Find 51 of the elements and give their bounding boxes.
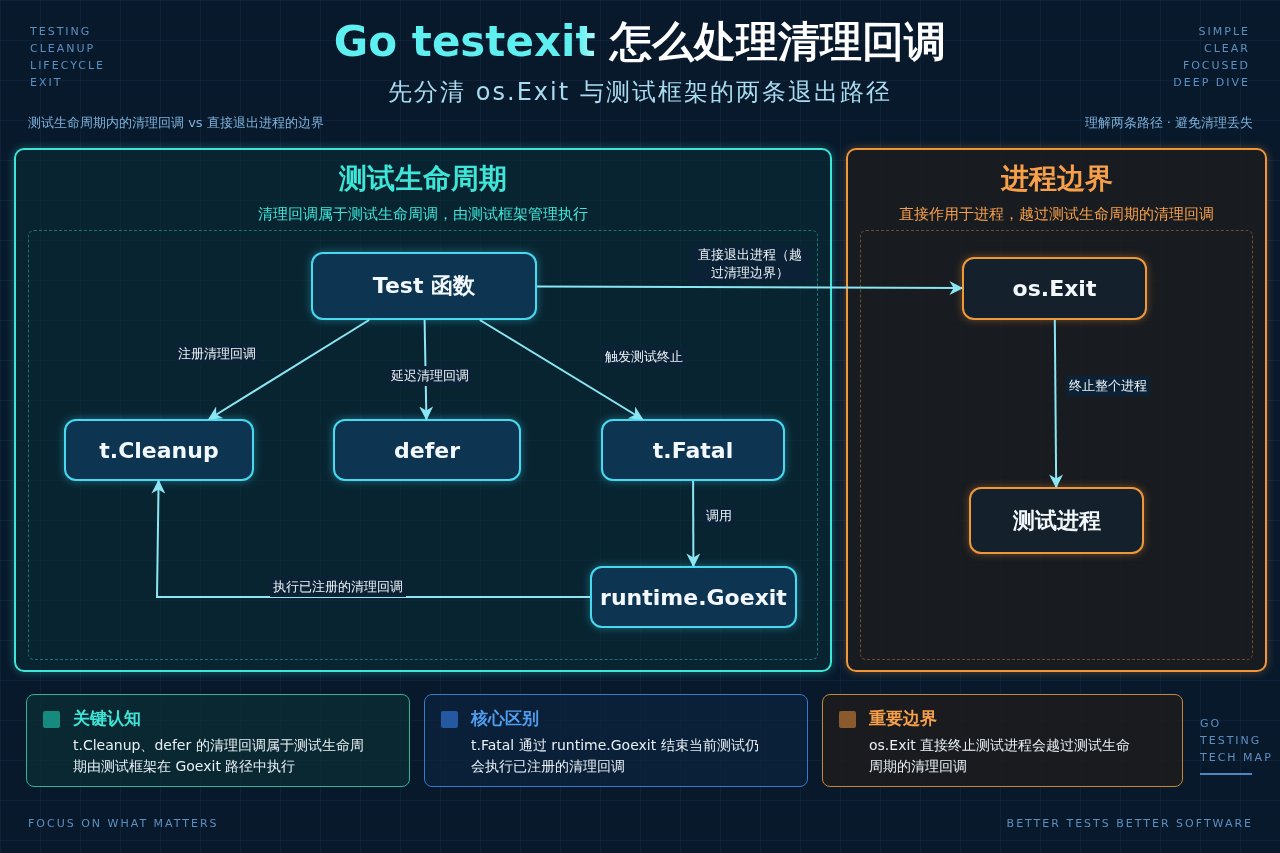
card-heading: 重要边界 bbox=[869, 707, 937, 730]
process-box: Test 函数 bbox=[311, 252, 537, 320]
caption-text: TECH MAP bbox=[1200, 751, 1273, 764]
edge-label: 延迟清理回调 bbox=[388, 366, 472, 386]
card-heading: 关键认知 bbox=[73, 707, 141, 730]
process-box: runtime.Goexit bbox=[590, 566, 797, 628]
note-card bbox=[822, 694, 1183, 787]
panel-subtitle: 直接作用于进程，越过测试生命周期的清理回调 bbox=[899, 205, 1214, 223]
subtitle: 先分清 os.Exit 与测试框架的两条退出路径 bbox=[388, 78, 892, 106]
card-text: os.Exit 直接终止测试进程会越过测试生命周期的清理回调 bbox=[869, 736, 1132, 776]
arrow bbox=[1049, 319, 1064, 489]
panel-subtitle: 清理回调属于测试生命周调，由测试框架管理执行 bbox=[258, 205, 588, 223]
caption-text: SIMPLE bbox=[1198, 25, 1250, 38]
caption-text: CLEANUP bbox=[30, 42, 96, 55]
caption-text: TESTING bbox=[30, 25, 92, 38]
caption-text: DEEP DIVE bbox=[1173, 76, 1250, 89]
note-card bbox=[26, 694, 410, 787]
caption-text: TESTING bbox=[1200, 734, 1262, 747]
panel bbox=[846, 148, 1267, 672]
panel-title: 进程边界 bbox=[1000, 162, 1113, 195]
caption-text: CLEAR bbox=[1204, 42, 1250, 55]
panel-title: 测试生命周期 bbox=[339, 162, 507, 195]
panel bbox=[14, 148, 832, 672]
arrow bbox=[478, 319, 644, 420]
edge-label: 直接退出进程（越过清理边界） bbox=[690, 245, 810, 283]
edge-label: 触发测试终止 bbox=[602, 347, 686, 367]
process-box: t.Cleanup bbox=[64, 419, 254, 481]
caption-text: EXIT bbox=[30, 76, 63, 89]
caption-text: BETTER TESTS BETTER SOFTWARE bbox=[1006, 817, 1253, 830]
edge-label: 执行已注册的清理回调 bbox=[270, 577, 406, 597]
caption-text: 理解两条路径 · 避免清理丢失 bbox=[1084, 115, 1253, 130]
edge-label: 注册清理回调 bbox=[175, 344, 259, 364]
card-heading: 核心区别 bbox=[471, 707, 539, 730]
process-box: os.Exit bbox=[962, 257, 1147, 320]
arrow bbox=[536, 281, 964, 296]
caption-text: 测试生命周期内的清理回调 vs 直接退出进程的边界 bbox=[28, 115, 324, 130]
arrow bbox=[207, 319, 371, 420]
process-box: t.Fatal bbox=[601, 419, 785, 481]
caption-text: GO bbox=[1200, 717, 1222, 730]
card-text: t.Cleanup、defer 的清理回调属于测试生命周期由测试框架在 Goexit 路径中执行 bbox=[73, 736, 365, 776]
caption-text: FOCUSED bbox=[1182, 59, 1250, 72]
arrow bbox=[686, 480, 701, 568]
edge-label: 终止整个进程 bbox=[1066, 376, 1150, 396]
caption-text: FOCUS ON WHAT MATTERS bbox=[28, 817, 219, 830]
process-box: 测试进程 bbox=[969, 487, 1144, 554]
card-text: t.Fatal 通过 runtime.Goexit 结束当前测试仍会执行已注册的清理回调 bbox=[471, 736, 760, 776]
arrow bbox=[151, 479, 591, 598]
edge-label: 调用 bbox=[703, 506, 735, 526]
caption-text: LIFECYCLE bbox=[30, 59, 105, 72]
note-card bbox=[424, 694, 808, 787]
process-box: defer bbox=[333, 419, 521, 481]
